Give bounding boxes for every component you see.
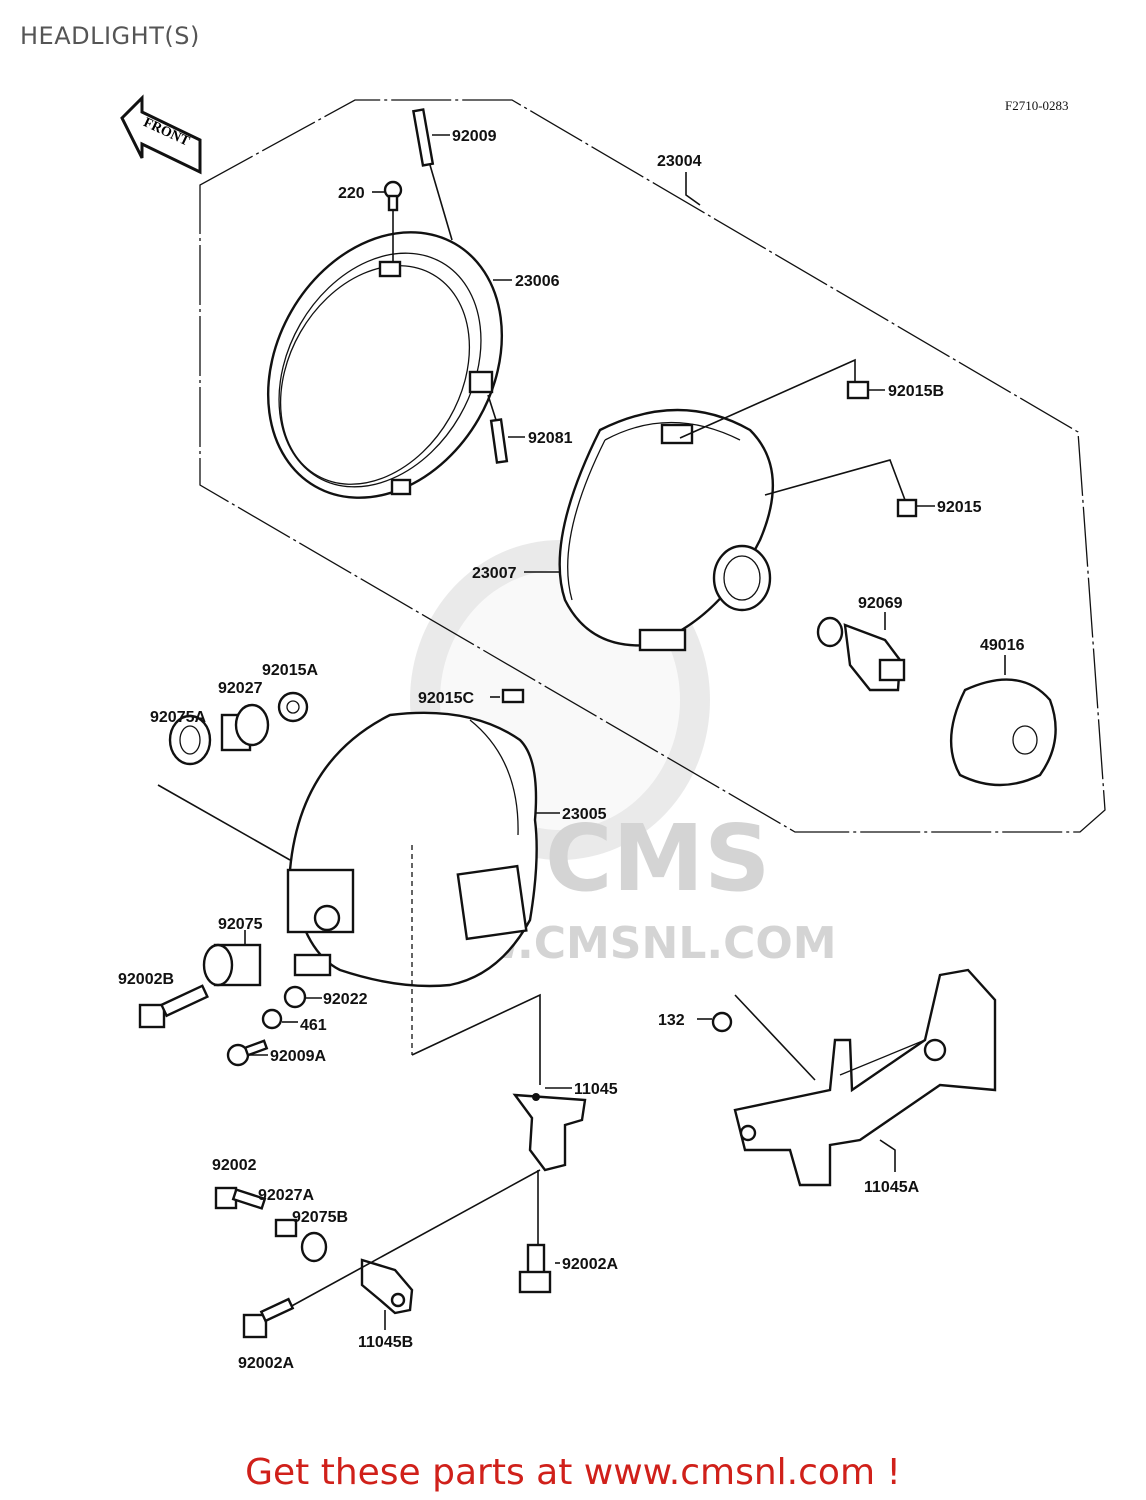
nut-92015B <box>679 358 870 439</box>
label-92009A: 92009A <box>270 1048 326 1065</box>
label-23005: 23005 <box>562 806 607 823</box>
headlight-rim-23006 <box>266 231 504 499</box>
label-461: 461 <box>300 1017 327 1034</box>
label-92022: 92022 <box>323 991 368 1008</box>
nut-92022 <box>283 985 307 1009</box>
assembly-outline-23004 <box>199 99 1106 833</box>
bolt-92002 <box>214 1186 267 1210</box>
label-23004: 23004 <box>657 153 702 170</box>
bolt-92002A-center <box>518 1243 552 1294</box>
label-92002B: 92002B <box>118 971 174 988</box>
label-92027A: 92027A <box>258 1187 314 1204</box>
screw-132 <box>711 994 816 1081</box>
damper-92075A <box>157 714 291 861</box>
label-92015: 92015 <box>937 499 982 516</box>
label-11045: 11045 <box>574 1081 618 1098</box>
nut-92015A <box>277 691 309 723</box>
bracket-11045 <box>411 993 587 1248</box>
screw-220 <box>383 180 403 262</box>
spring-92081 <box>487 394 509 464</box>
label-11045B: 11045B <box>358 1334 413 1351</box>
label-92075B: 92075B <box>292 1209 348 1226</box>
bulb-92069 <box>816 616 906 692</box>
bracket-11045B <box>287 1169 541 1315</box>
page-title: HEADLIGHT(S) <box>20 22 200 50</box>
label-92002: 92002 <box>212 1157 257 1174</box>
label-92015A: 92015A <box>262 662 318 679</box>
label-23006: 23006 <box>515 273 560 290</box>
label-132: 132 <box>658 1012 685 1029</box>
screw-92009A <box>226 1039 269 1067</box>
label-49016: 49016 <box>980 637 1025 654</box>
label-92009: 92009 <box>452 128 497 145</box>
collar-92027 <box>220 703 270 752</box>
label-92015B: 92015B <box>888 383 944 400</box>
label-92081: 92081 <box>528 430 573 447</box>
dust-cover-49016 <box>950 678 1057 787</box>
collar-92027A <box>274 1218 298 1238</box>
label-92069: 92069 <box>858 595 903 612</box>
front-arrow: FRONT <box>120 94 202 175</box>
damper-92075 <box>202 943 262 987</box>
washer-461 <box>261 1008 283 1030</box>
damper-92075B <box>300 1231 328 1263</box>
bolt-92002A-left <box>242 1297 295 1339</box>
promo-link-text[interactable]: Get these parts at www.cmsnl.com ! <box>245 1452 901 1493</box>
bolt-92002B <box>138 984 209 1029</box>
label-92075: 92075 <box>218 916 263 933</box>
figure-code: F2710-0283 <box>1005 98 1069 113</box>
label-92015C: 92015C <box>418 690 474 707</box>
label-23007: 23007 <box>472 565 517 582</box>
nut-92015C <box>501 688 525 704</box>
screw-92009 <box>411 108 453 241</box>
bracket-11045A <box>733 968 997 1187</box>
headlight-housing-23005 <box>286 711 538 1055</box>
reflector-unit-23007 <box>558 408 775 652</box>
watermark-brand: CMS <box>545 805 770 912</box>
label-92027: 92027 <box>218 680 263 697</box>
leader-lines <box>244 134 1006 1330</box>
label-220: 220 <box>338 185 365 202</box>
label-92075A: 92075A <box>150 709 206 726</box>
label-11045A: 11045A <box>864 1179 920 1196</box>
nut-92015 <box>764 459 918 518</box>
label-92002A-center: 92002A <box>562 1256 618 1273</box>
label-92002A-left: 92002A <box>238 1355 294 1372</box>
